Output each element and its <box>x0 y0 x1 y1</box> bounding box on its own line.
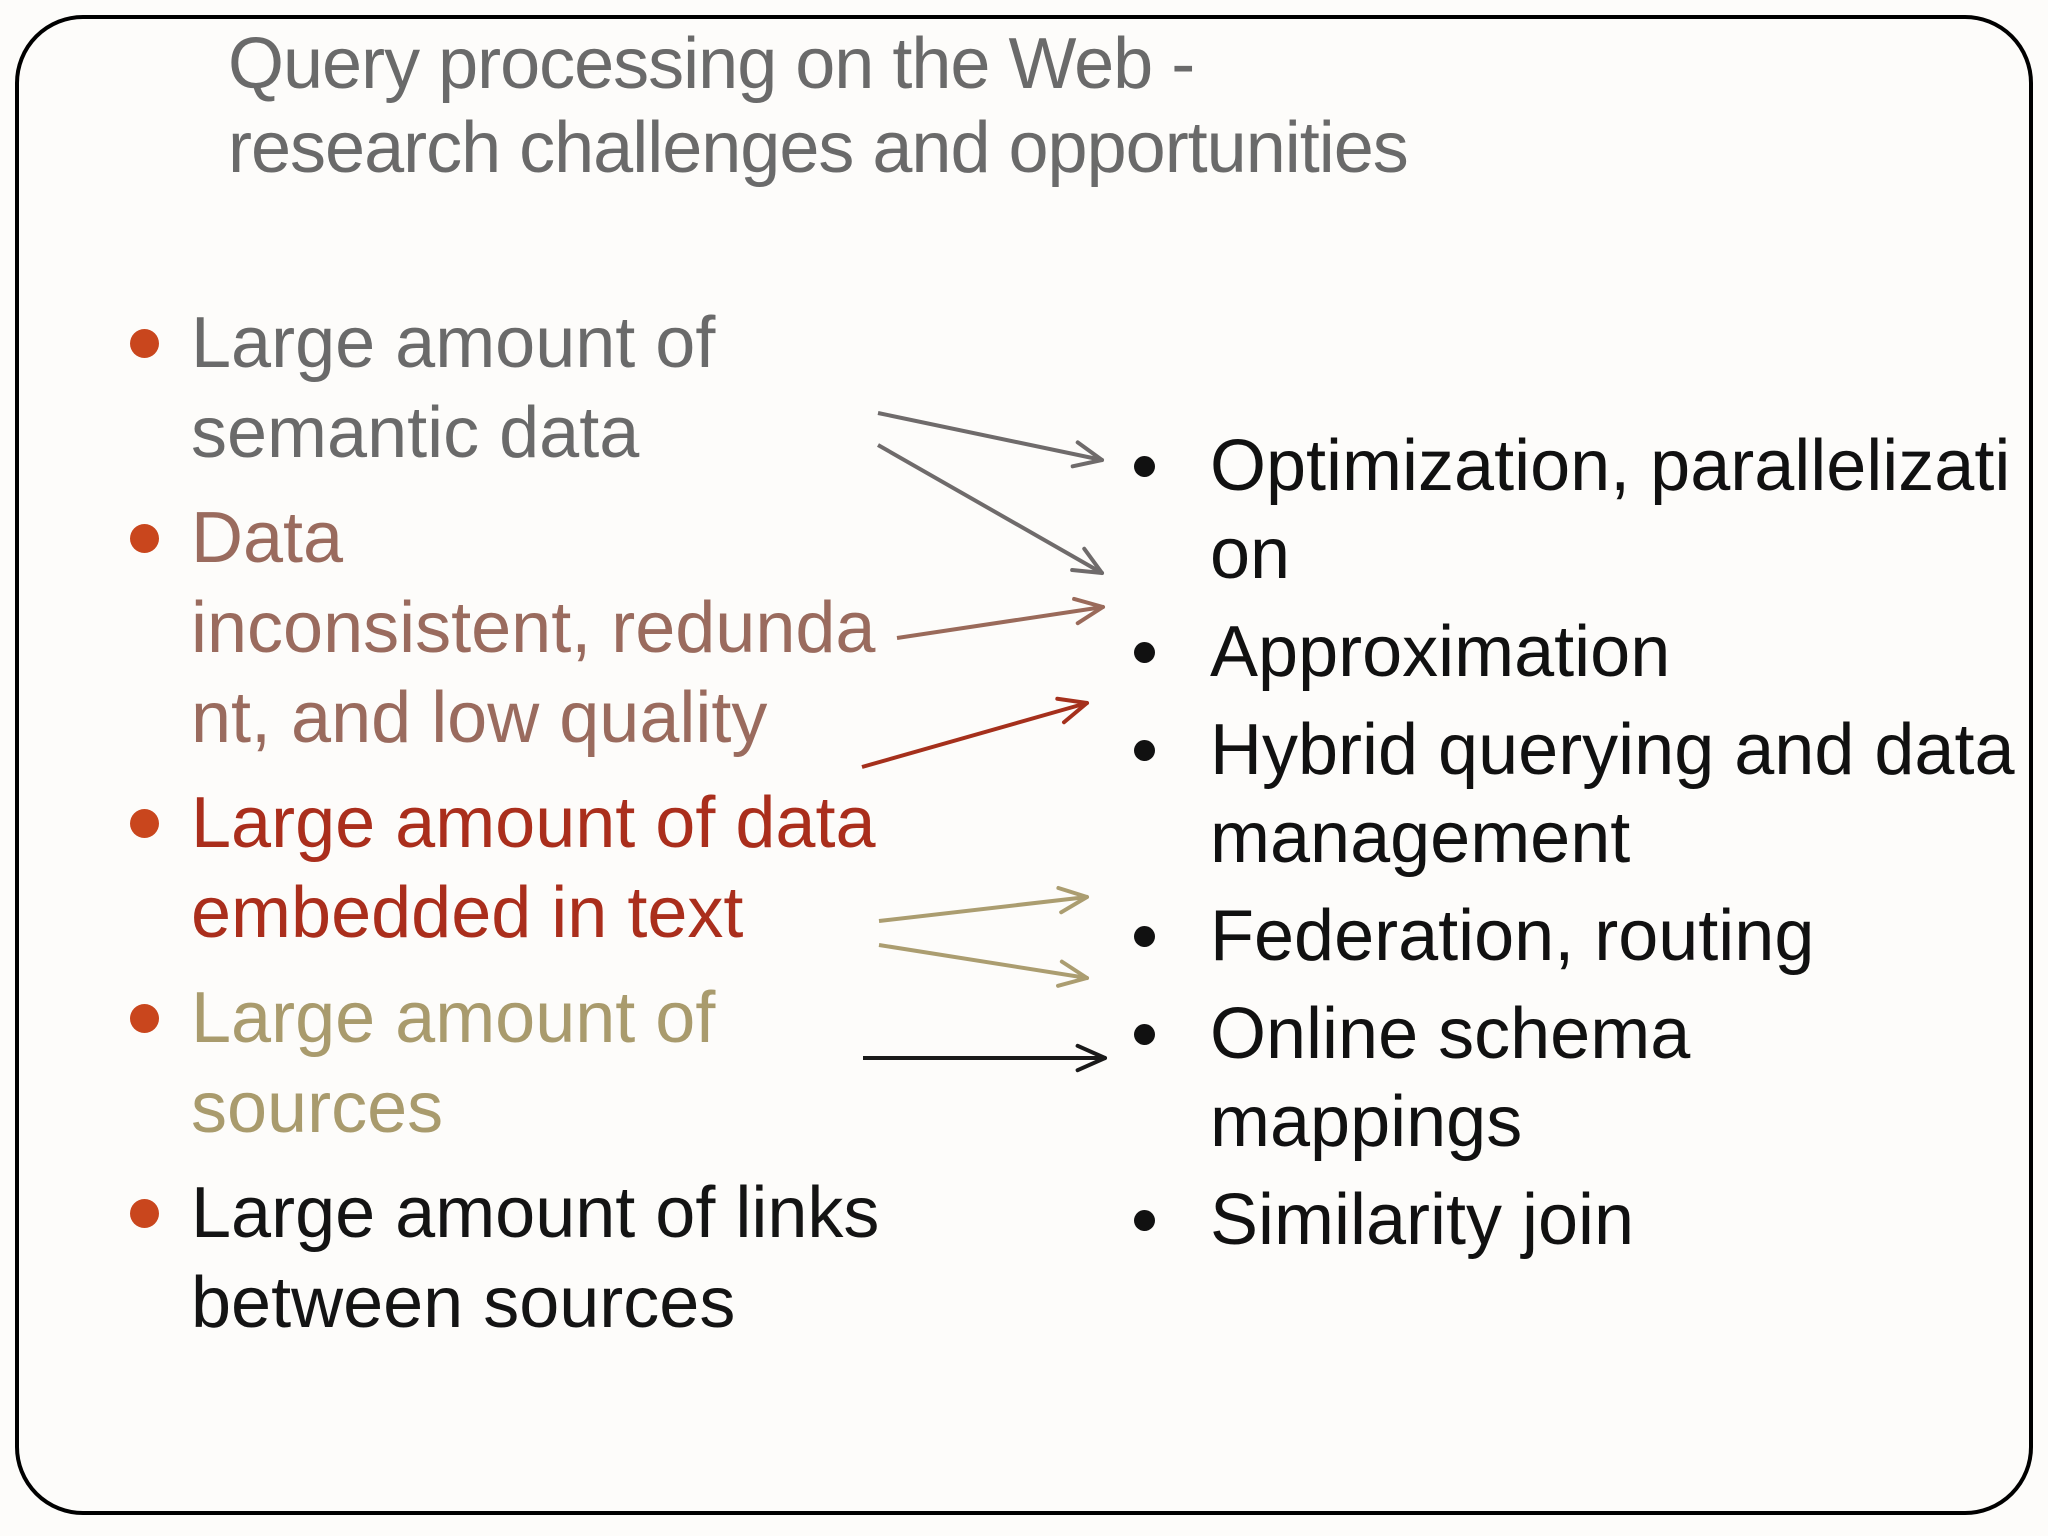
arrow-black <box>863 1043 1107 1073</box>
bullet-marker <box>1134 926 1155 947</box>
slide-title: Query processing on the Web - research c… <box>228 22 1409 190</box>
bullet-marker <box>130 809 159 838</box>
list-item-text: Federation, routing <box>1210 896 1815 976</box>
bullet-marker <box>130 329 159 358</box>
bullet-marker <box>1134 1210 1155 1231</box>
arrow-gray-2 <box>877 443 1104 575</box>
list-item: Similarity join <box>1134 1176 2048 1264</box>
bullet-marker <box>1134 740 1155 761</box>
bullet-marker <box>130 1199 159 1228</box>
title-line-1: Query processing on the Web - <box>228 24 1195 104</box>
list-item: Approximation <box>1134 608 2048 696</box>
arrow-darkred <box>861 696 1089 769</box>
bullet-marker <box>130 1004 159 1033</box>
title-line-2: research challenges and opportunities <box>228 108 1409 188</box>
bullet-marker <box>1134 456 1155 477</box>
arrow-gray-1 <box>877 411 1104 469</box>
bullet-marker <box>130 524 159 553</box>
bullet-marker <box>1134 1024 1155 1045</box>
list-item-text: Similarity join <box>1210 1180 1635 1260</box>
arrow-tan-2 <box>878 943 1089 988</box>
list-item: Federation, routing <box>1134 892 2048 980</box>
arrow-brown <box>896 596 1105 640</box>
arrow-tan-1 <box>878 885 1089 923</box>
list-item-text: Approximation <box>1210 612 1671 692</box>
bullet-marker <box>1134 642 1155 663</box>
